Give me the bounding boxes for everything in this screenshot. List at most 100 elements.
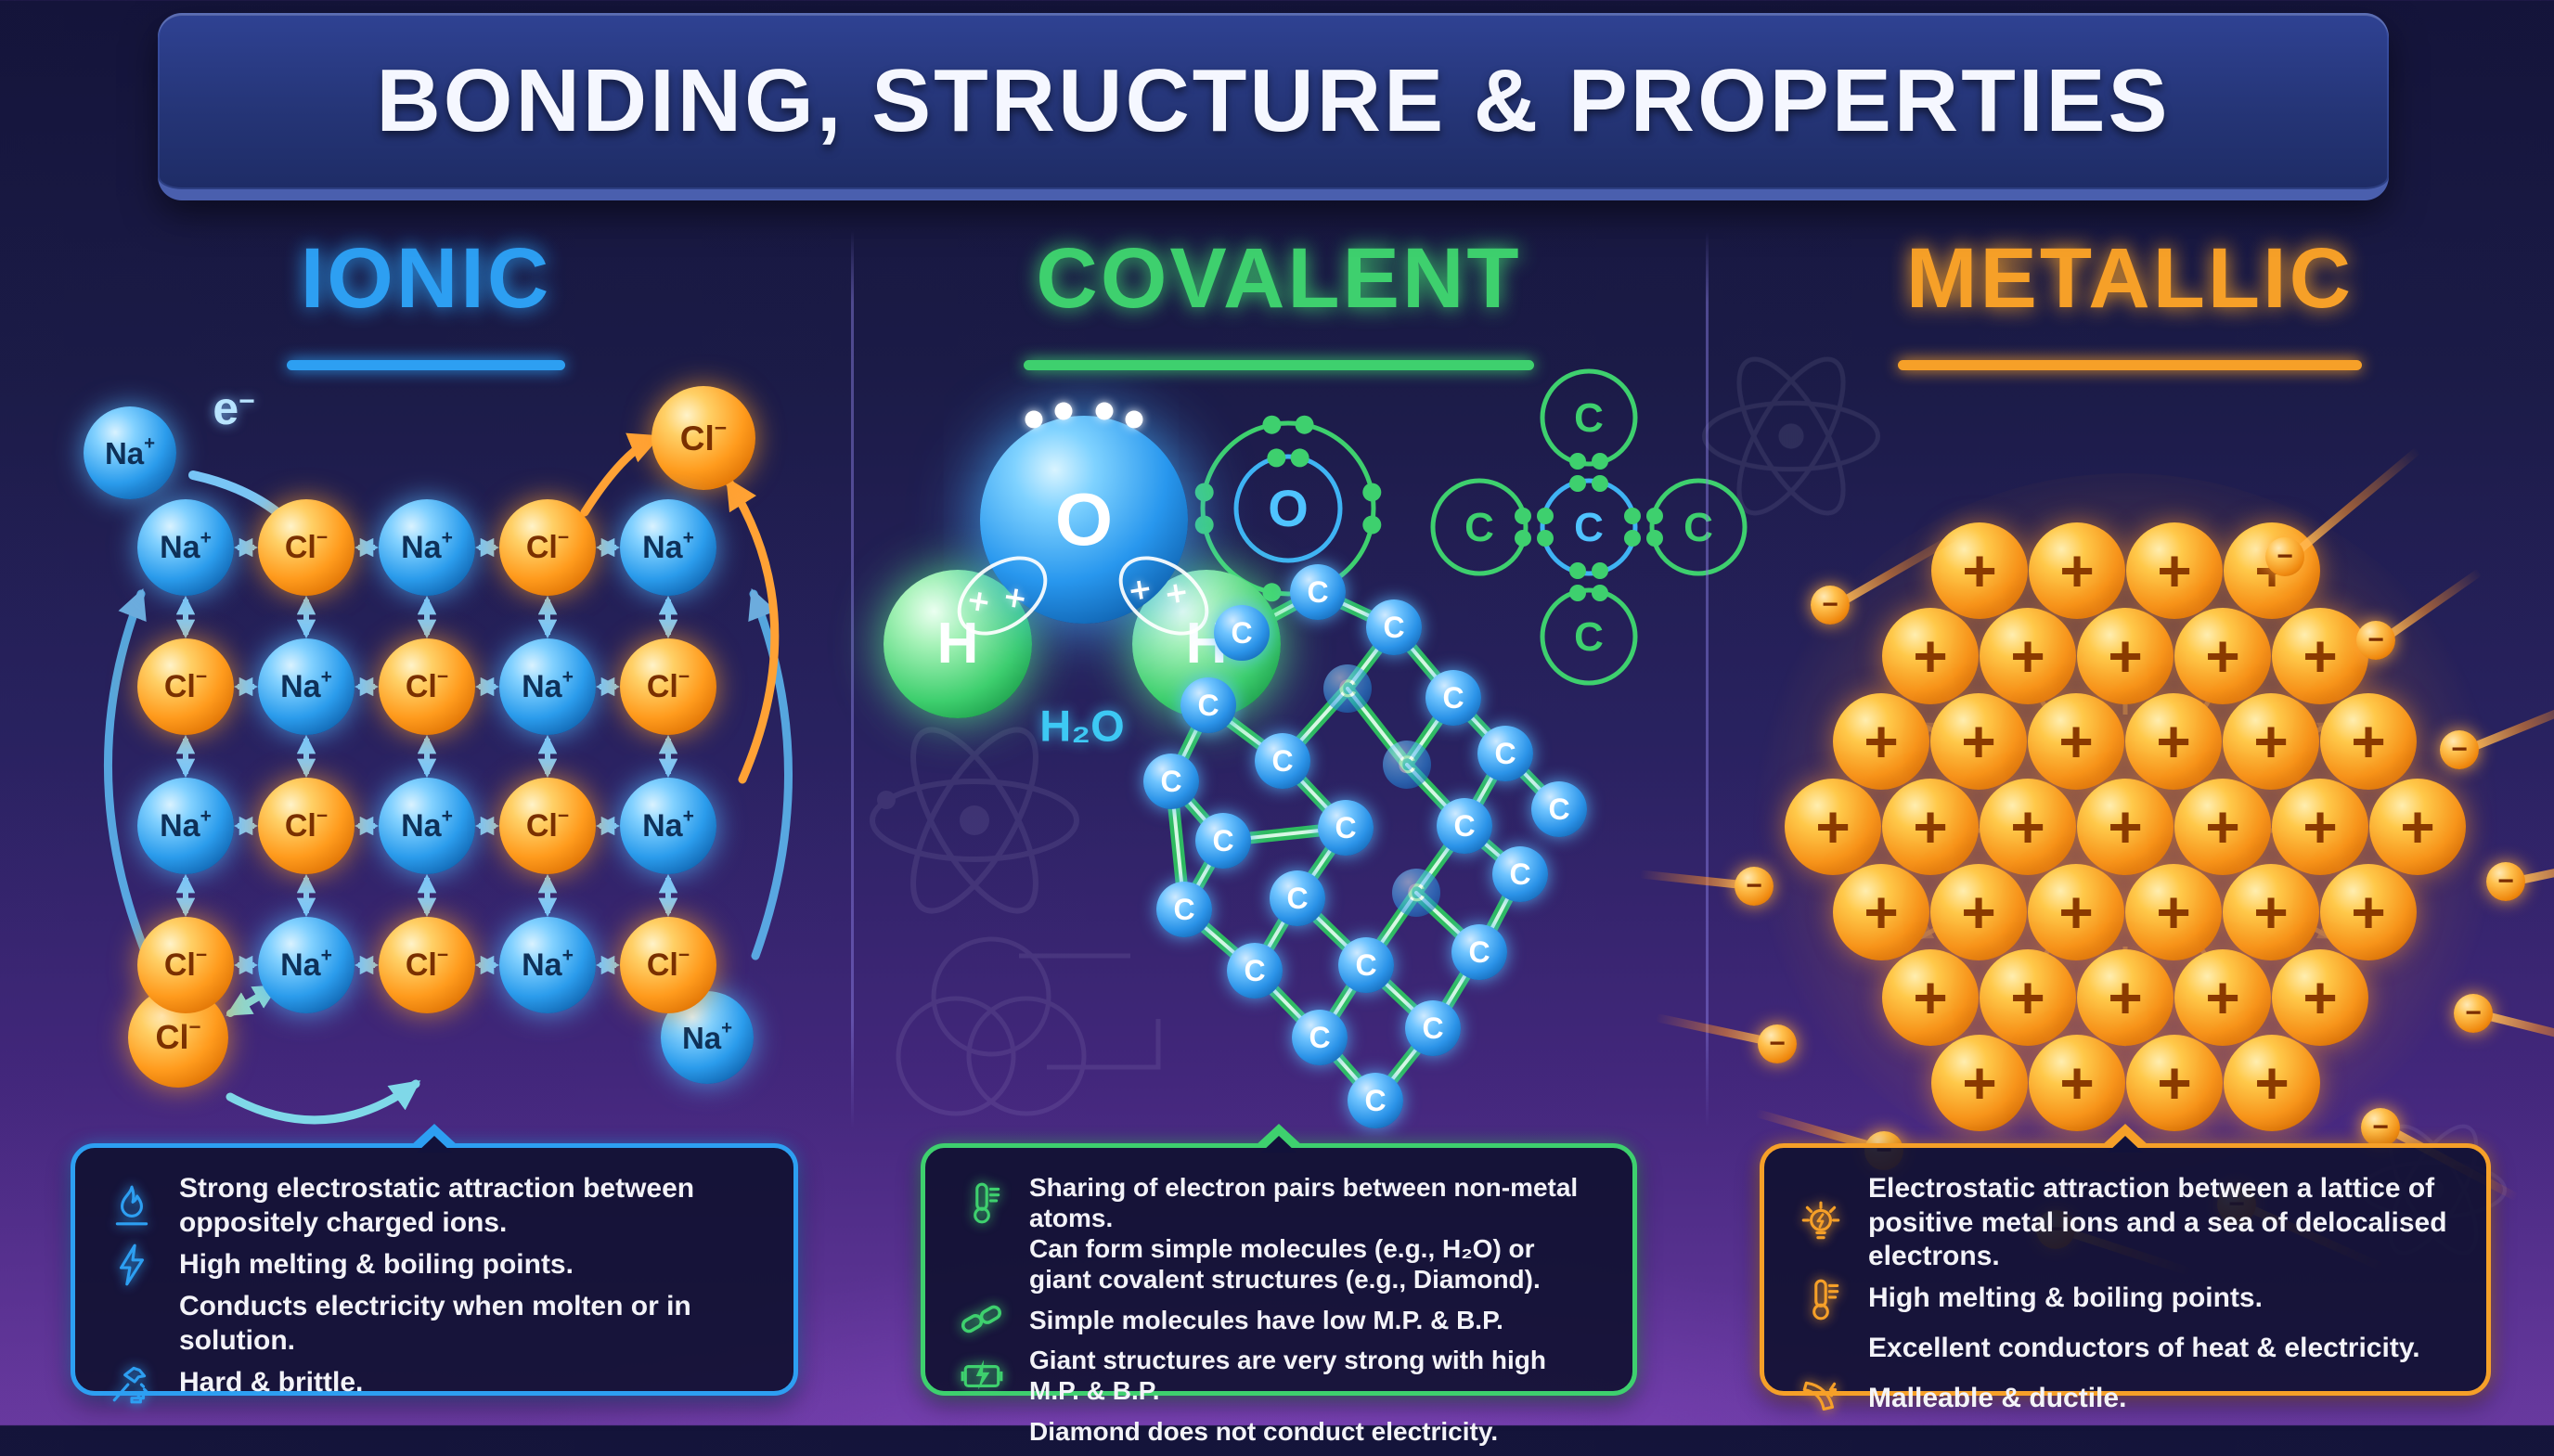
na-ion: Na+ xyxy=(499,638,596,735)
electron-sphere: − xyxy=(2440,730,2479,769)
cl-ion: Cl− xyxy=(620,917,716,1013)
bottom-curve-arrow xyxy=(226,1079,421,1125)
metal-ion: + xyxy=(2126,522,2223,619)
carbon-atom: C xyxy=(1255,733,1310,789)
cl-ion: Cl− xyxy=(258,778,355,874)
metal-ion: + xyxy=(1931,1035,2028,1131)
metal-ion: + xyxy=(2272,949,2368,1046)
metal-ion: + xyxy=(2174,779,2271,875)
svg-text:C: C xyxy=(1683,505,1713,550)
heading-ionic: IONIC xyxy=(300,231,552,326)
cl-ion: Cl− xyxy=(620,638,716,735)
cl-ion: Cl− xyxy=(137,917,234,1013)
carbon-atom: C xyxy=(1366,599,1422,655)
cl-ion: Cl− xyxy=(379,638,475,735)
none xyxy=(1796,1324,1846,1374)
na-ion: Na+ xyxy=(258,917,355,1013)
metal-ion: + xyxy=(1931,522,2028,619)
cl-ion: Cl− xyxy=(137,638,234,735)
metal-ion: + xyxy=(1930,693,2027,790)
metal-ion: + xyxy=(1785,779,1881,875)
metal-ion: + xyxy=(2028,693,2124,790)
property-item: Conducts electricity when molten or in s… xyxy=(107,1290,762,1358)
heading-covalent: COVALENT xyxy=(1036,231,1522,326)
property-text: High melting & boiling points. xyxy=(1868,1282,2263,1314)
svg-text:O: O xyxy=(1268,479,1309,537)
cl-ion: Cl− xyxy=(379,917,475,1013)
electron-sphere: − xyxy=(2486,862,2525,901)
bulb-icon xyxy=(1796,1198,1846,1248)
water-formula: H₂O xyxy=(1039,701,1125,751)
carbon-atom: C xyxy=(1143,754,1199,809)
svg-text:C: C xyxy=(1574,395,1604,441)
property-item: Strong electrostatic attraction between … xyxy=(107,1172,762,1240)
metal-ion: + xyxy=(2272,779,2368,875)
metal-ion: + xyxy=(1930,864,2027,960)
property-item: Diamond does not conduct electricity. xyxy=(957,1406,1601,1456)
property-text: Simple molecules have low M.P. & B.P. xyxy=(1029,1305,1503,1334)
heading-underline xyxy=(1898,360,2362,370)
hammer-icon xyxy=(107,1358,157,1408)
property-text: Hard & brittle. xyxy=(179,1367,364,1398)
flame-icon xyxy=(107,1181,157,1231)
metal-ion: + xyxy=(2077,949,2173,1046)
metal-ion: + xyxy=(1882,949,1979,1046)
link-icon xyxy=(957,1295,1007,1345)
metal-ion: + xyxy=(2125,864,2222,960)
na-ion: Na+ xyxy=(620,778,716,874)
na-ion: Na+ xyxy=(258,638,355,735)
heading-underline xyxy=(287,360,565,370)
carbon-atom: C xyxy=(1437,798,1492,854)
electron-sphere: − xyxy=(1758,1024,1797,1063)
carbon-atom: C xyxy=(1270,870,1325,926)
carbon-atom: C xyxy=(1214,605,1270,661)
electron-trail xyxy=(2288,446,2421,560)
carbon-atom: C xyxy=(1383,741,1431,789)
metal-ion: + xyxy=(2028,864,2124,960)
property-text: Malleable & ductile. xyxy=(1868,1383,2127,1414)
na-ion: Na+ xyxy=(499,917,596,1013)
property-item: Giant structures are very strong with hi… xyxy=(957,1345,1601,1406)
lone-pair-dot xyxy=(1125,410,1143,429)
electron-sphere: − xyxy=(2361,1108,2400,1147)
na-ion: Na+ xyxy=(620,499,716,596)
property-text: Sharing of electron pairs between non-me… xyxy=(1029,1173,1579,1233)
carbon-atom: C xyxy=(1425,670,1481,726)
svg-text:C: C xyxy=(1574,505,1604,550)
hydrogen-atom: H xyxy=(884,570,1032,718)
electron-sphere: − xyxy=(2454,994,2493,1033)
svg-text:C: C xyxy=(1464,505,1494,550)
metal-ion: + xyxy=(2077,779,2173,875)
carbon-atom: C xyxy=(1195,813,1251,869)
electron-sphere: − xyxy=(1735,867,1774,906)
none xyxy=(957,1406,1007,1456)
oxygen-atom: O xyxy=(980,416,1188,624)
ionic-properties-box: Strong electrostatic attraction between … xyxy=(71,1143,798,1404)
metal-ion: + xyxy=(2320,693,2417,790)
metal-ion: + xyxy=(1980,949,2076,1046)
na-ion: Na+ xyxy=(137,778,234,874)
carbon-atom: C xyxy=(1477,726,1533,781)
metal-ion: + xyxy=(2077,608,2173,704)
carbon-atom: C xyxy=(1227,943,1283,999)
metal-ion: + xyxy=(1882,779,1979,875)
property-text: Giant structures are very strong with hi… xyxy=(1029,1346,1547,1406)
heading-metallic: METALLIC xyxy=(1905,231,2354,326)
metal-ion: + xyxy=(2174,608,2271,704)
none xyxy=(957,1239,1007,1289)
metal-ion: + xyxy=(2125,693,2222,790)
property-text: Can form simple molecules (e.g., H₂O) or… xyxy=(1029,1234,1541,1295)
carbon-atom: C xyxy=(1405,1000,1461,1056)
left-arc-arrow xyxy=(103,587,151,960)
lone-pair-dot xyxy=(1025,410,1043,429)
lightning-icon xyxy=(107,1240,157,1290)
ionic-lattice-connectors xyxy=(175,537,678,975)
carbon-atom: C xyxy=(1156,882,1212,937)
title-banner: BONDING, STRUCTURE & PROPERTIES xyxy=(158,13,2389,200)
metal-ion: + xyxy=(1980,608,2076,704)
metal-ion: + xyxy=(1833,864,1929,960)
property-item: Sharing of electron pairs between non-me… xyxy=(957,1172,1601,1233)
carbon-atom: C xyxy=(1392,869,1440,917)
battery-icon xyxy=(957,1350,1007,1400)
